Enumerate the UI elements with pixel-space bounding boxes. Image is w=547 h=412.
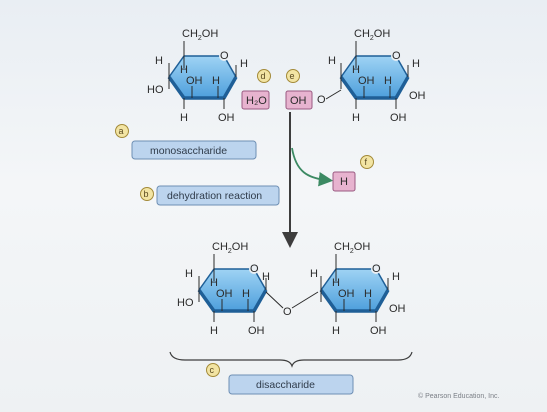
bridge-oxygen-top: O (317, 94, 326, 106)
hydrogen-box: H (332, 171, 356, 192)
atom-h: H (384, 75, 392, 87)
atom-h: H (180, 64, 188, 76)
bond-line (291, 291, 319, 309)
svg-text:H: H (340, 176, 348, 188)
ch2oh-label: CH2OH (334, 241, 370, 255)
glucose-bottom-right: CH2OH O H H H OH H OH H OH (310, 241, 406, 337)
atom-oh: OH (218, 112, 235, 124)
dehydration-label: dehydration reaction (156, 185, 280, 206)
atom-oh: OH (390, 112, 407, 124)
atom-oh: OH (389, 303, 406, 315)
water-box: H₂O (241, 90, 270, 110)
atom-oh: OH (358, 75, 375, 87)
marker-c: c (206, 363, 220, 377)
svg-text:dehydration reaction: dehydration reaction (167, 190, 262, 202)
atom-ho: HO (147, 84, 164, 96)
atom-h: H (332, 277, 340, 289)
atom-h: H (185, 268, 193, 280)
svg-text:d: d (261, 71, 266, 81)
ch2oh-label: CH2OH (212, 241, 248, 255)
copyright-credit: © Pearson Education, Inc. (418, 392, 499, 400)
atom-h: H (352, 112, 360, 124)
atom-h: H (364, 288, 372, 300)
marker-f: f (360, 155, 374, 169)
atom-h: H (210, 277, 218, 289)
marker-a: a (115, 124, 129, 138)
bond-line (325, 89, 342, 100)
atom-oh: OH (370, 325, 387, 337)
marker-d: d (257, 69, 271, 83)
atom-oh: OH (338, 288, 355, 300)
atom-h: H (155, 55, 163, 67)
svg-text:a: a (119, 126, 124, 136)
atom-h: H (352, 64, 360, 76)
atom-oh: OH (409, 90, 426, 102)
atom-oh: OH (248, 325, 265, 337)
atom-oh: OH (216, 288, 233, 300)
atom-h: H (392, 271, 400, 283)
atom-oh: OH (186, 75, 203, 87)
svg-text:c: c (210, 365, 215, 375)
svg-text:f: f (365, 157, 368, 167)
svg-text:b: b (144, 189, 149, 199)
atom-h: H (328, 55, 336, 67)
hydroxyl-box: OH (285, 90, 313, 110)
disaccharide-brace (169, 351, 413, 368)
ring-oxygen: O (392, 50, 401, 62)
atom-h: H (240, 58, 248, 70)
bond-line (265, 291, 284, 309)
marker-e: e (286, 69, 300, 83)
atom-h: H (262, 271, 270, 283)
svg-text:monosaccharide: monosaccharide (150, 145, 227, 157)
atom-h: H (180, 112, 188, 124)
atom-h: H (212, 75, 220, 87)
ch2oh-label: CH2OH (182, 28, 218, 42)
svg-text:H₂O: H₂O (246, 95, 267, 107)
ring-oxygen: O (372, 263, 381, 275)
atom-h: H (242, 288, 250, 300)
svg-text:OH: OH (290, 95, 307, 107)
monosaccharide-label: monosaccharide (131, 140, 257, 160)
glucose-top-left: CH2OH O H H H OH H HO H OH (147, 28, 248, 124)
ring-oxygen: O (250, 263, 259, 275)
atom-h: H (412, 58, 420, 70)
atom-h: H (210, 325, 218, 337)
atom-ho: HO (177, 297, 194, 309)
disaccharide-label: disaccharide (228, 374, 354, 395)
ch2oh-label: CH2OH (354, 28, 390, 42)
atom-h: H (332, 325, 340, 337)
glucose-bottom-left: CH2OH O H H H OH H HO H OH (177, 241, 270, 337)
marker-b: b (140, 187, 154, 201)
ring-oxygen: O (220, 50, 229, 62)
hydrogen-release-arrow (291, 147, 334, 187)
glucose-top-right: CH2OH O H H H OH H OH H OH (328, 28, 426, 124)
svg-text:e: e (290, 71, 295, 81)
glycosidic-oxygen: O (283, 306, 292, 318)
svg-text:disaccharide: disaccharide (256, 379, 315, 391)
atom-h: H (310, 268, 318, 280)
